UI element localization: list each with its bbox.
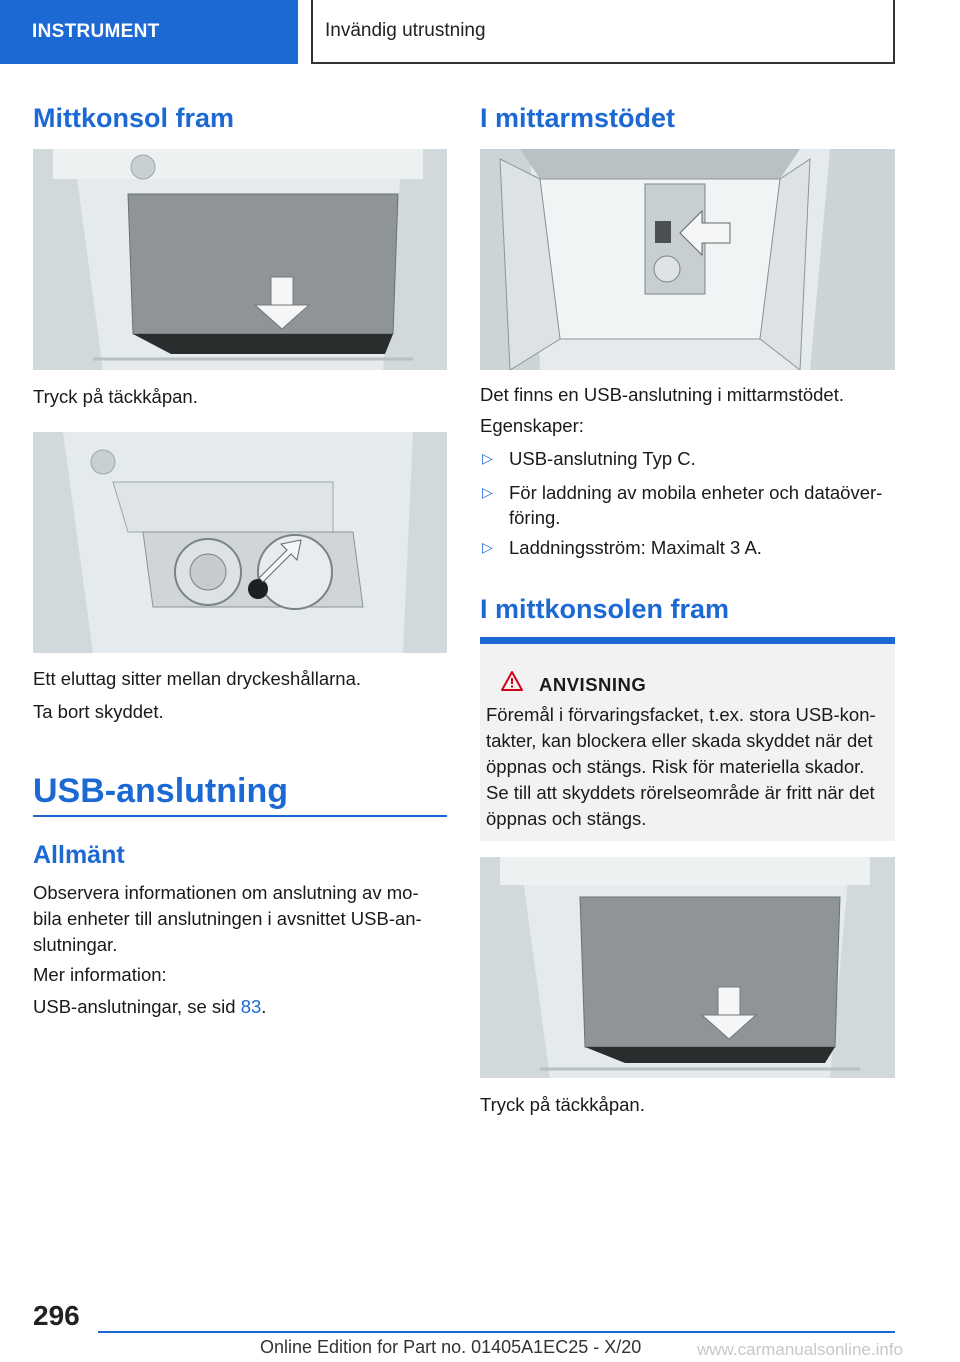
photo-armrest-usb <box>480 149 895 370</box>
heading-allmant: Allmänt <box>33 841 125 869</box>
heading-usb-anslutning: USB-anslutning <box>33 772 288 810</box>
allmant-line-2: bila enheter till anslutningen i avsnitt… <box>33 908 422 929</box>
warning-line-1: Föremål i förvaringsfacket, t.ex. stora … <box>486 704 876 725</box>
warning-text: Föremål i förvaringsfacket, t.ex. stora … <box>486 702 891 832</box>
caption-tryck-1: Tryck på täckkåpan. <box>33 386 198 407</box>
bullet-laddningsstrom: Laddningsström: Maximalt 3 A. <box>509 537 762 558</box>
bullet-laddning-line-2: föring. <box>509 507 561 528</box>
warning-line-4: Se till att skyddets rörelseområde är fr… <box>486 782 875 803</box>
watermark: www.carmanualsonline.info <box>697 1340 903 1359</box>
mer-information: Mer information: <box>33 964 167 985</box>
allmant-line-1: Observera informationen om anslutning av… <box>33 882 419 903</box>
warning-triangle-icon <box>501 671 523 691</box>
photo-console-cover <box>33 149 447 370</box>
heading-mittkonsol-fram: Mittkonsol fram <box>33 103 235 133</box>
warning-title: ANVISNING <box>539 674 647 695</box>
caption-tryck-2: Tryck på täckkåpan. <box>480 1094 645 1115</box>
section-tab: INSTRUMENT <box>0 0 298 64</box>
bullet-usb-typ-c: USB-anslutning Typ C. <box>509 448 696 469</box>
heading-mittarmstodet: I mittarmstödet <box>480 103 676 133</box>
bullet-marker-1: ▷ <box>482 450 493 466</box>
chapter-title: Invändig utrustning <box>311 0 895 64</box>
header-divider <box>311 0 313 64</box>
usb-info-text: Det finns en USB-anslutning i mittarmstö… <box>480 384 844 405</box>
footer-rule <box>98 1331 895 1333</box>
heading-i-mittkonsolen-fram: I mittkonsolen fram <box>480 594 730 624</box>
warning-line-2: takter, kan blockera eller skada skyddet… <box>486 730 873 751</box>
reference-line: USB-anslutningar, se sid 83. <box>33 994 266 1020</box>
egenskaper-label: Egenskaper: <box>480 415 584 436</box>
page-link-83[interactable]: 83 <box>240 996 262 1017</box>
chapter-label: Invändig utrustning <box>325 20 486 41</box>
footer-edition: Online Edition for Part no. 01405A1EC25 … <box>260 1337 642 1357</box>
bullet-marker-2: ▷ <box>482 484 493 500</box>
warning-box: ANVISNING Föremål i förvaringsfacket, t.… <box>480 637 895 841</box>
photo-console-cover-2 <box>480 857 895 1078</box>
reference-end: . <box>261 996 267 1017</box>
caption-eluttag: Ett eluttag sitter mellan dryckeshållarn… <box>33 668 362 689</box>
photo-power-outlet <box>33 432 447 653</box>
section-rule <box>33 815 447 817</box>
allmant-line-3: slutningar. <box>33 934 118 955</box>
page-number: 296 <box>33 1300 80 1331</box>
reference-text: USB-anslutningar, se sid <box>33 996 241 1017</box>
warning-line-3: öppnas och stängs. Risk för materiella s… <box>486 756 865 777</box>
warning-line-5: öppnas och stängs. <box>486 808 647 829</box>
bullet-laddning-line-1: För laddning av mobila enheter och dataö… <box>509 482 883 503</box>
section-label: INSTRUMENT <box>32 21 160 42</box>
caption-ta-bort: Ta bort skyddet. <box>33 701 164 722</box>
bullet-marker-3: ▷ <box>482 539 493 555</box>
